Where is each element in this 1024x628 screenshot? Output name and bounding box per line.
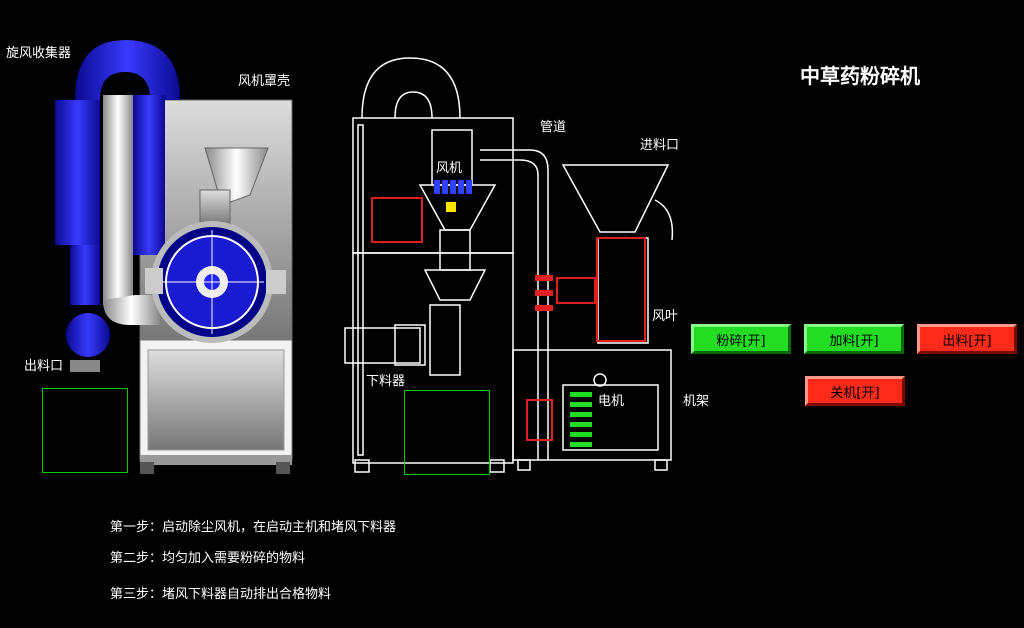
- step-1: 第一步：启动除尘风机，在启动主机和堵风下料器: [110, 520, 397, 535]
- feed-button[interactable]: 加料[开]: [804, 324, 904, 354]
- step-3: 第三步：堵风下料器自动排出合格物料: [110, 587, 332, 602]
- label-frame: 机架: [683, 394, 710, 409]
- label-outlet: 出料口: [24, 359, 64, 374]
- label-fan-cover: 风机罩壳: [238, 74, 291, 89]
- page-title: 中草药粉碎机: [800, 64, 920, 88]
- label-lower-feeder: 下料器: [366, 374, 406, 389]
- label-inlet: 进料口: [640, 138, 680, 153]
- collection-bin-middle: [404, 390, 490, 475]
- label-motor: 电机: [598, 394, 625, 409]
- label-pipe: 管道: [540, 120, 567, 135]
- crush-button[interactable]: 粉碎[开]: [691, 324, 791, 354]
- label-blade: 风叶: [652, 309, 679, 324]
- discharge-button[interactable]: 出料[开]: [917, 324, 1017, 354]
- collection-bin-left: [42, 388, 128, 473]
- label-fan: 风机: [436, 161, 463, 176]
- shutdown-button[interactable]: 关机[开]: [805, 376, 905, 406]
- label-cyclone-collector: 旋风收集器: [6, 46, 72, 61]
- step-2: 第二步：均匀加入需要粉碎的物料: [110, 551, 306, 566]
